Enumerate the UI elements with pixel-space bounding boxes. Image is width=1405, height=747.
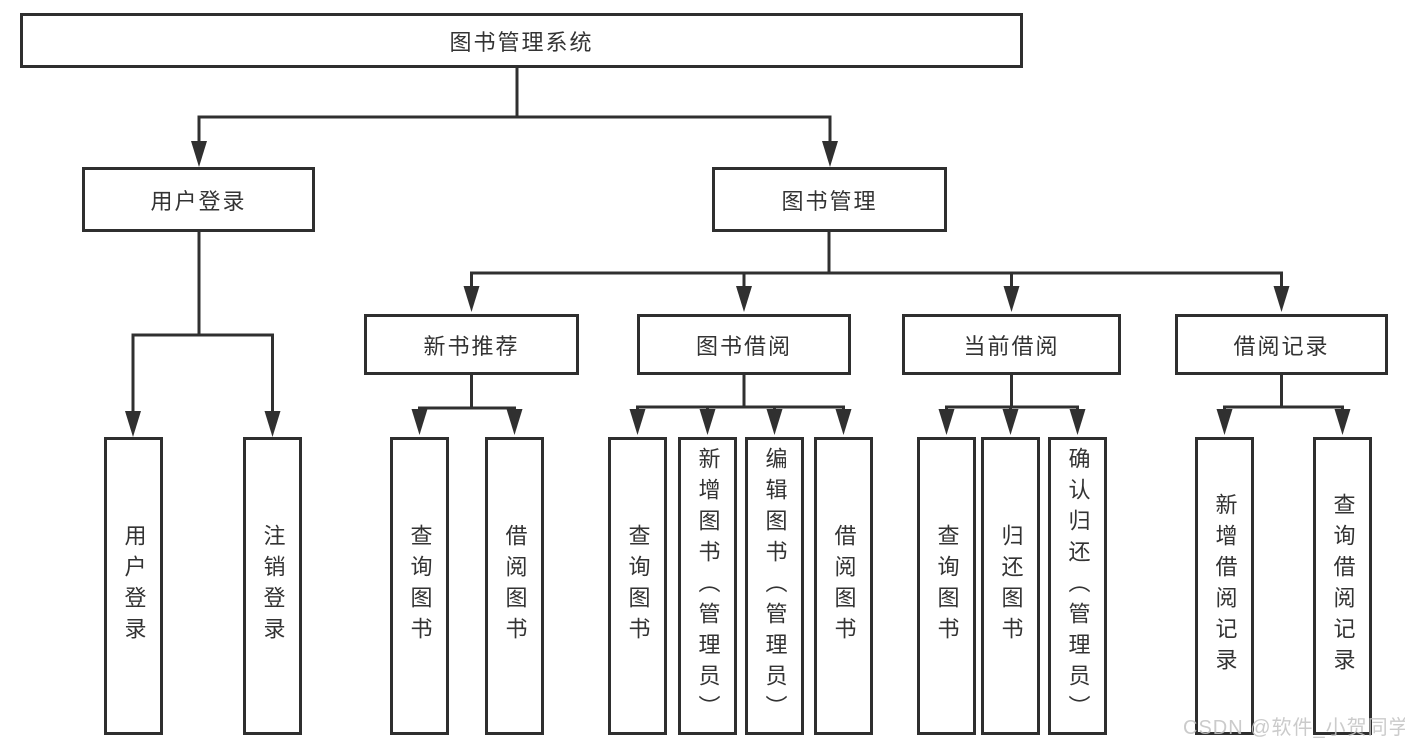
arrowhead — [1216, 409, 1233, 435]
connector-root-to-level2 — [191, 68, 838, 167]
node-label: 查询图书 — [934, 524, 960, 648]
arrowhead — [125, 411, 141, 437]
connector-user-login-to-children — [125, 232, 281, 437]
node-label: 新增图书（管理员） — [695, 446, 721, 726]
node-label: 当前借阅 — [963, 333, 1060, 359]
leaf-borrow-books: 借阅图书 — [814, 437, 873, 735]
leaf-edit-books-admin: 编辑图书（管理员） — [745, 437, 804, 735]
leaf-return-books: 归还图书 — [981, 437, 1040, 735]
node-label: 归还图书 — [998, 524, 1024, 648]
node-label: 图书管理系统 — [449, 29, 594, 55]
arrowhead — [191, 141, 207, 167]
leaf-user-login: 用户登录 — [104, 437, 163, 735]
node-book-management: 图书管理 — [712, 167, 947, 232]
node-user-login: 用户登录 — [82, 167, 315, 232]
node-label: 查询借阅记录 — [1330, 493, 1356, 679]
arrowhead — [1334, 409, 1351, 435]
arrowhead — [766, 409, 783, 435]
node-label: 查询图书 — [625, 524, 651, 648]
arrowhead — [1273, 286, 1290, 312]
node-library-system: 图书管理系统 — [20, 13, 1023, 68]
node-label: 新书推荐 — [423, 333, 520, 359]
leaf-add-borrow-record: 新增借阅记录 — [1195, 437, 1254, 735]
leaf-borrow-books-recommend: 借阅图书 — [485, 437, 544, 735]
connector-borrow-to-leaves — [629, 375, 852, 435]
node-label: 借阅图书 — [831, 524, 857, 648]
arrowhead — [1069, 409, 1086, 435]
arrowhead — [506, 409, 523, 435]
arrowhead — [736, 286, 752, 312]
arrowhead — [1003, 286, 1020, 312]
arrowhead — [1002, 409, 1019, 435]
node-label: 确认归还（管理员） — [1065, 446, 1091, 726]
arrowhead — [264, 411, 281, 437]
node-label: 注销登录 — [260, 524, 286, 648]
arrowhead — [629, 409, 646, 435]
node-borrow-records: 借阅记录 — [1175, 314, 1388, 375]
node-book-borrowing: 图书借阅 — [637, 314, 851, 375]
node-label: 图书管理 — [781, 188, 878, 214]
arrowhead — [835, 409, 852, 435]
node-label: 借阅图书 — [502, 524, 528, 648]
node-label: 借阅记录 — [1233, 333, 1330, 359]
connector-book-mgmt-to-level3 — [463, 232, 1290, 312]
leaf-query-books-borrow: 查询图书 — [608, 437, 667, 735]
node-label: 用户登录 — [150, 188, 247, 214]
leaf-query-books-current: 查询图书 — [917, 437, 976, 735]
connector-current-to-leaves — [938, 375, 1086, 435]
arrowhead — [411, 409, 428, 435]
node-label: 查询图书 — [407, 524, 433, 648]
csdn-watermark: CSDN @软件_小贺同学 — [1183, 717, 1405, 739]
leaf-logout: 注销登录 — [243, 437, 302, 735]
leaf-query-borrow-record: 查询借阅记录 — [1313, 437, 1372, 735]
leaf-confirm-return-admin: 确认归还（管理员） — [1048, 437, 1107, 735]
node-label: 用户登录 — [121, 524, 147, 648]
node-label: 新增借阅记录 — [1212, 493, 1238, 679]
node-current-borrowing: 当前借阅 — [902, 314, 1121, 375]
arrowhead — [938, 409, 955, 435]
connector-newbook-to-leaves — [411, 375, 523, 435]
leaf-add-books-admin: 新增图书（管理员） — [678, 437, 737, 735]
node-label: 图书借阅 — [695, 333, 792, 359]
leaf-query-books-recommend: 查询图书 — [390, 437, 449, 735]
arrowhead — [699, 409, 716, 435]
arrowhead — [463, 286, 480, 312]
node-label: 编辑图书（管理员） — [762, 446, 788, 726]
arrowhead — [822, 141, 838, 167]
node-new-book-recommend: 新书推荐 — [364, 314, 579, 375]
connector-records-to-leaves — [1216, 375, 1351, 435]
